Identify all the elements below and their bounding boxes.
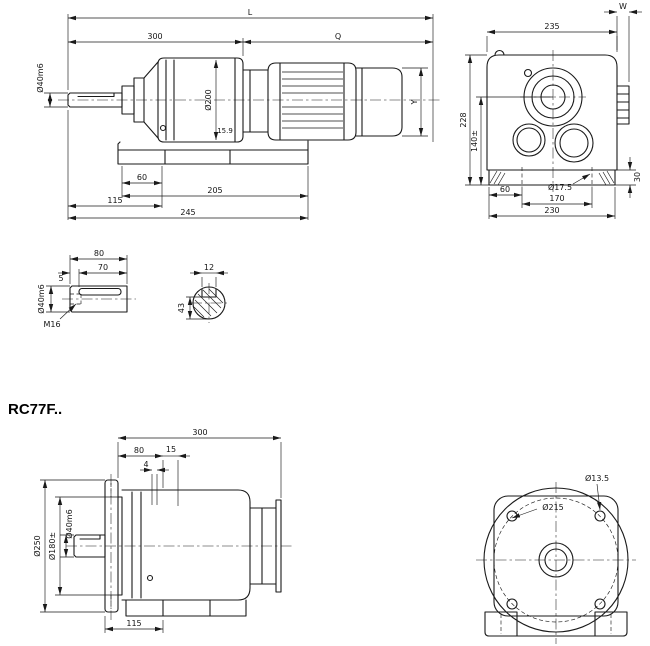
flange-front-parts — [476, 482, 636, 644]
dim-115: 115 — [107, 196, 122, 205]
dim-228: 228 — [459, 112, 468, 127]
dim-140: 140± — [470, 130, 479, 152]
dim-245: 245 — [180, 208, 195, 217]
dim-230: 230 — [544, 206, 559, 215]
side-view-dimensions: L 300 Q Ø40m6 Ø200 15.9 Y 60 205 115 245 — [35, 8, 434, 221]
dim-5: 5 — [58, 274, 63, 283]
dim-L: L — [248, 8, 253, 17]
dim-W: W — [619, 2, 627, 11]
dim-shaft-dia: Ø40m6 — [64, 509, 74, 538]
key-section-dimensions: 12 43 — [177, 263, 228, 320]
dim-4: 4 — [143, 460, 148, 469]
dim-70: 70 — [98, 263, 108, 272]
dim-Q: Q — [335, 32, 341, 41]
dim-300: 300 — [192, 428, 207, 437]
dim-205: 205 — [207, 186, 222, 195]
dim-170: 170 — [549, 194, 564, 203]
dim-235: 235 — [544, 22, 559, 31]
dim-body-dia: Ø200 — [203, 89, 213, 111]
front-view-dimensions: W 235 228 140± 60 170 230 Ø17.5 30 — [459, 2, 642, 219]
dim-15-9: 15.9 — [217, 127, 233, 135]
dim-115: 115 — [126, 619, 141, 628]
dim-43: 43 — [177, 303, 186, 313]
dim-30: 30 — [633, 172, 642, 182]
dim-flange-dia: Ø250 — [32, 535, 42, 557]
dim-dia: Ø40m6 — [36, 284, 46, 313]
dim-Y: Y — [410, 99, 419, 105]
dim-60: 60 — [500, 185, 510, 194]
label-bolt-hole: Ø13.5 — [585, 473, 609, 483]
shaft-end-dimensions: 80 70 5 Ø40m6 M16 — [36, 249, 128, 329]
dim-80: 80 — [134, 446, 144, 455]
label-bolt-circle: Ø215 — [542, 502, 564, 512]
dim-15: 15 — [166, 445, 176, 454]
flange-side-parts — [66, 474, 292, 620]
dim-shaft-dia: Ø40m6 — [35, 63, 45, 92]
label-thread: M16 — [43, 320, 60, 329]
dim-80: 80 — [94, 249, 104, 258]
model-title: RC77F.. — [8, 401, 62, 418]
flange-side-dimensions: 300 80 15 4 Ø250 Ø180± Ø40m6 115 — [32, 428, 282, 633]
dim-spigot-dia: Ø180± — [47, 532, 57, 560]
side-view-parts — [58, 57, 440, 165]
flange-front-labels: Ø13.5 Ø215 — [511, 473, 609, 519]
dim-60: 60 — [137, 173, 147, 182]
dim-300: 300 — [147, 32, 162, 41]
dim-12: 12 — [204, 263, 214, 272]
dim-foot-hole: Ø17.5 — [548, 182, 572, 192]
